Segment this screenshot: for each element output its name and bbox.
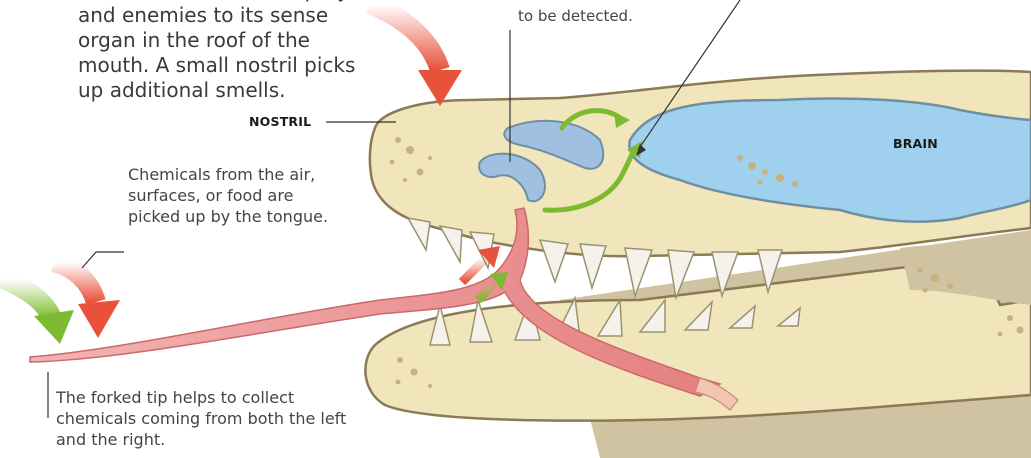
nostril-label: NOSTRIL bbox=[249, 114, 311, 129]
brain-label: BRAIN bbox=[893, 136, 938, 151]
chemicals-caption: Chemicals from the air, surfaces, or foo… bbox=[128, 164, 338, 227]
small-red-arrow bbox=[462, 258, 486, 282]
chem-leader bbox=[82, 252, 124, 268]
left-green-arrowhead bbox=[34, 310, 74, 344]
intro-paragraph: odors and tastes from prey and enemies t… bbox=[78, 0, 378, 103]
left-red-arrowhead bbox=[78, 300, 120, 338]
forked-tip-caption: The forked tip helps to collect chemical… bbox=[56, 387, 356, 450]
left-green-arrow bbox=[2, 278, 52, 318]
nostril-arrow bbox=[370, 4, 440, 70]
left-red-arrow bbox=[54, 262, 96, 302]
detected-text: to be detected. bbox=[518, 7, 633, 26]
